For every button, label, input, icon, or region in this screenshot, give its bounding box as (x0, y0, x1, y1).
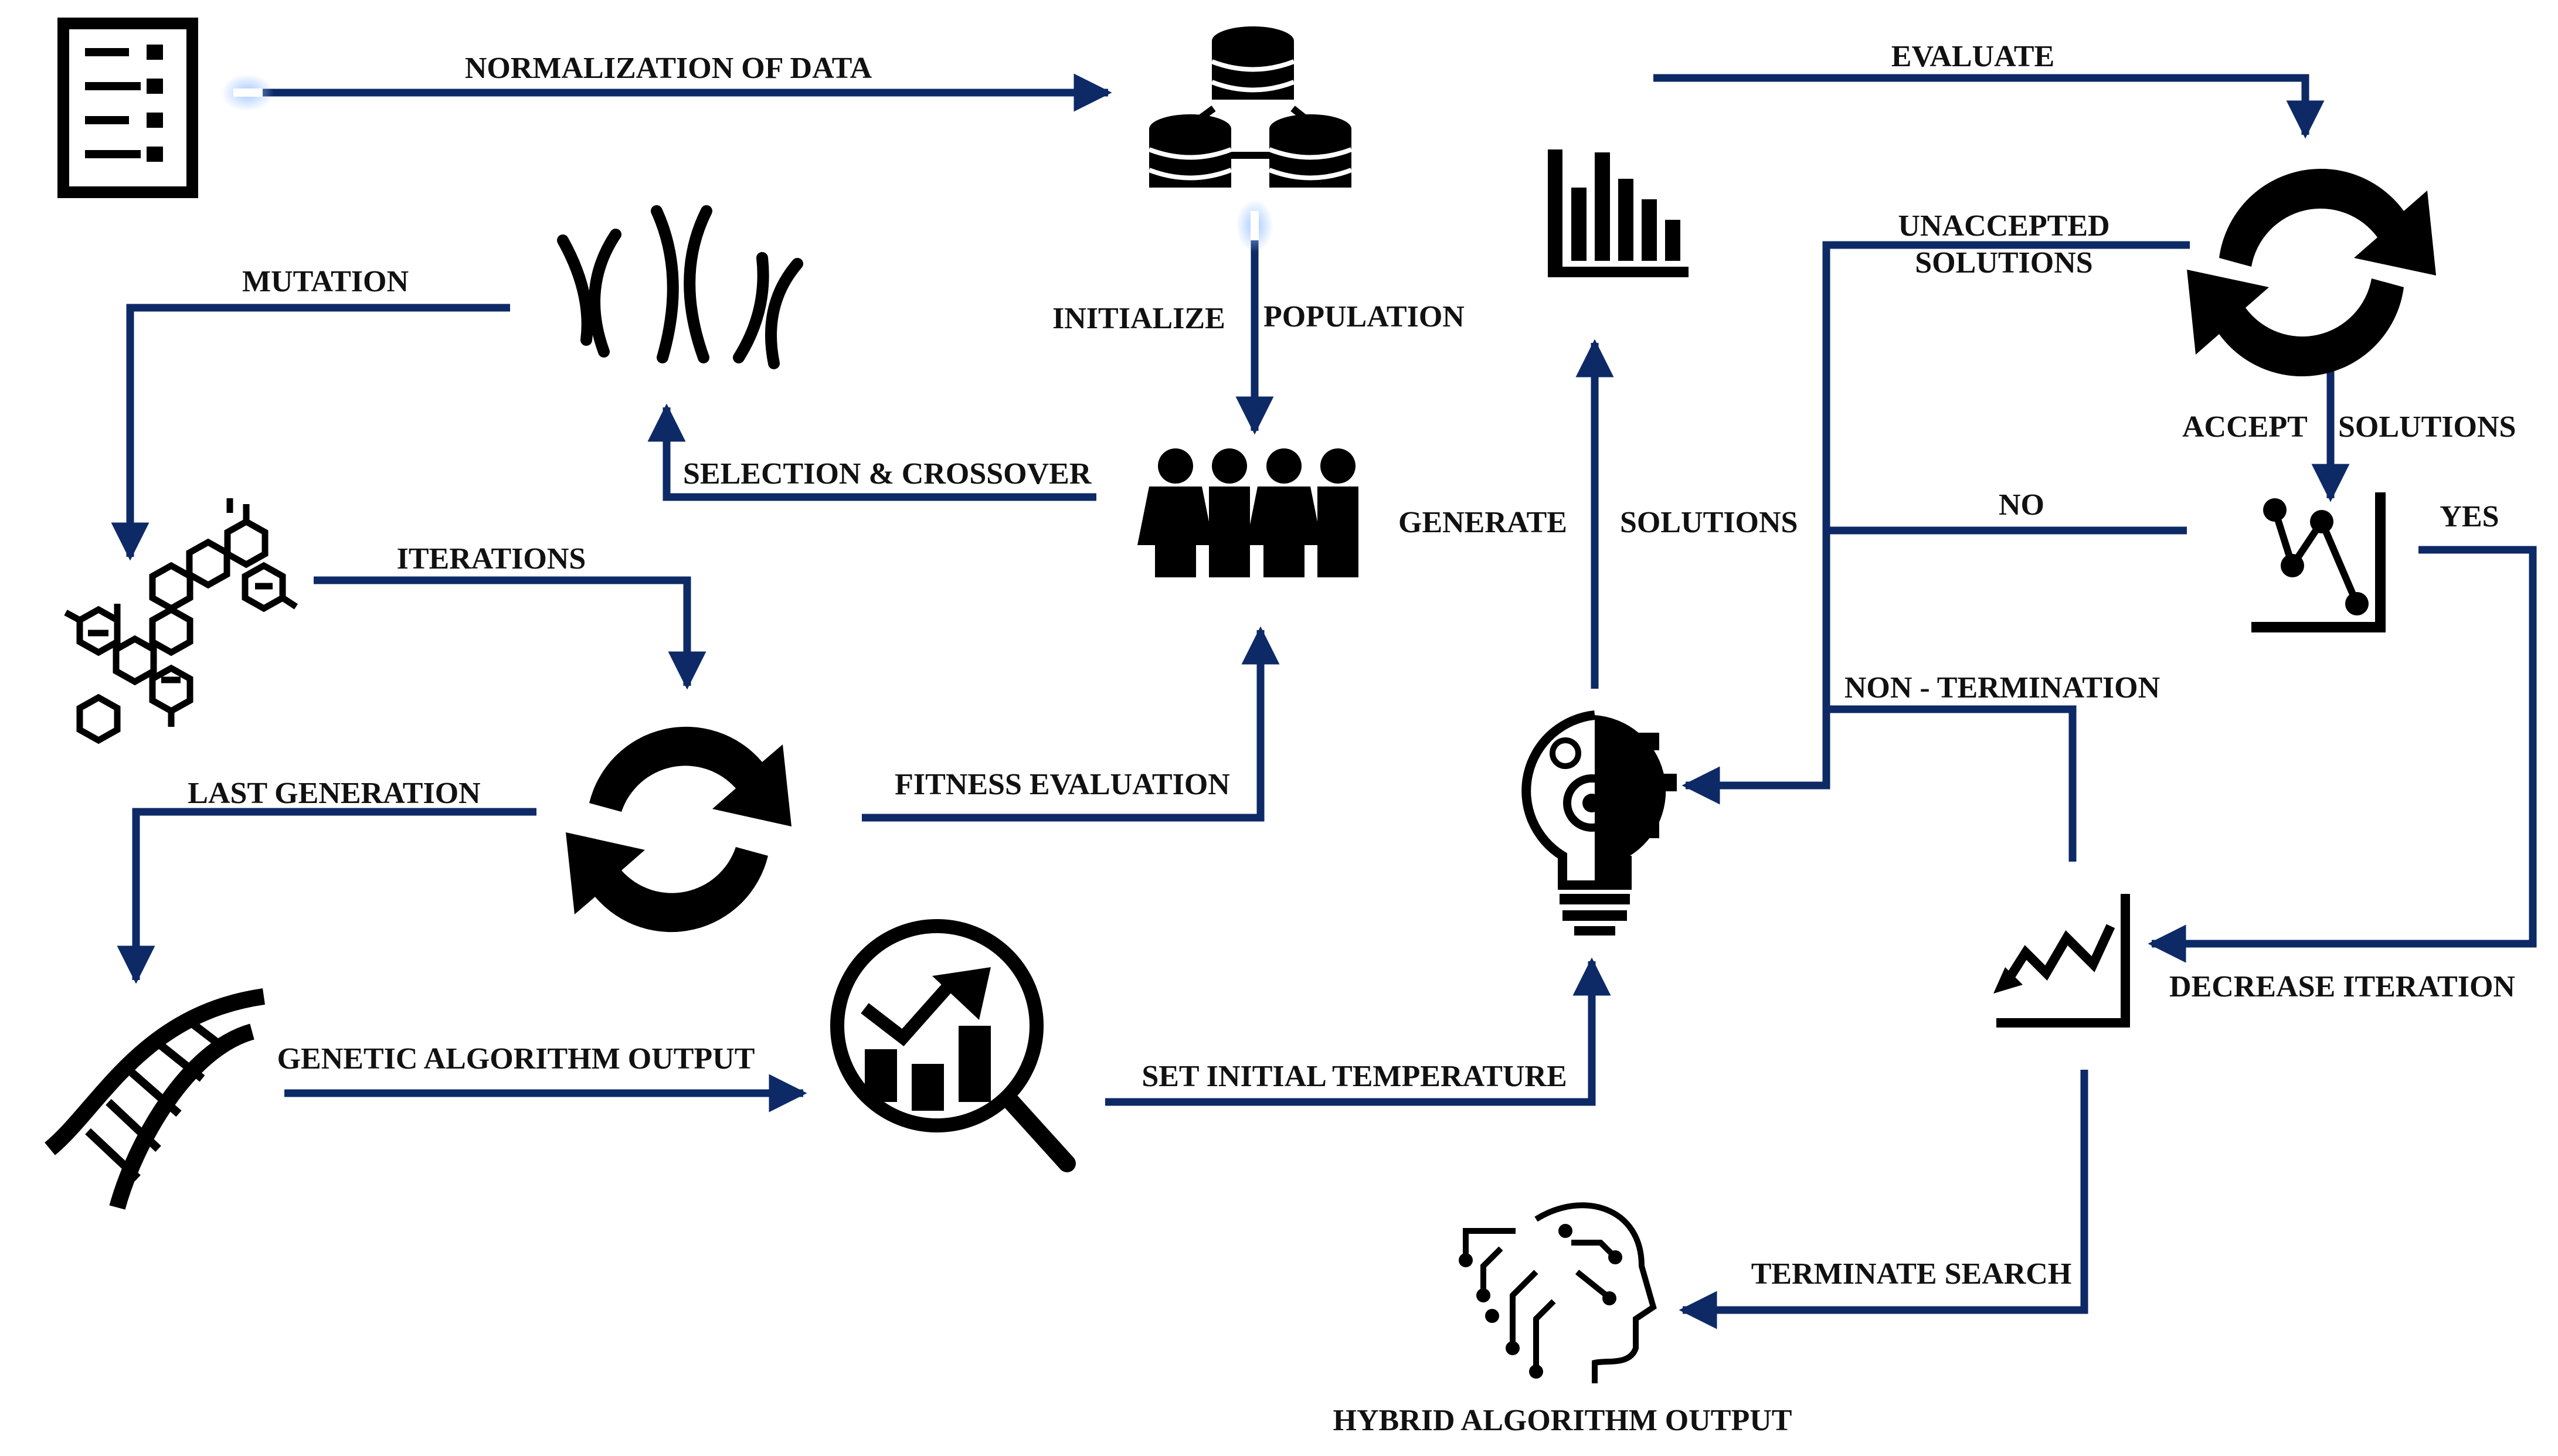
people-group-icon (1137, 448, 1358, 577)
arrow-fitness-evaluation (862, 626, 1280, 822)
label-generate: GENERATE (1398, 506, 1567, 539)
arrow-yes (2148, 546, 2537, 963)
label-initialize: INITIALIZE (1052, 302, 1225, 335)
label-decrease-iteration: DECREASE ITERATION (2169, 970, 2515, 1003)
label-unaccepted-line2: SOLUTIONS (1915, 246, 2092, 280)
connectors (111, 73, 2537, 1329)
arrow-iterations (314, 576, 706, 690)
analytics-magnifier-icon (830, 919, 1076, 1172)
cycle-arrows-icon (566, 726, 791, 933)
arrow-set-temperature (1105, 957, 1611, 1106)
chromosome-icon (557, 205, 803, 369)
arrow-terminate-search (1679, 1070, 2088, 1329)
glow-core-normalization (233, 89, 263, 97)
arrow-unaccepted (1681, 241, 2190, 805)
label-population: POPULATION (1263, 300, 1465, 334)
label-yes: YES (2440, 500, 2499, 533)
label-terminate-search: TERMINATE SEARCH (1751, 1257, 2072, 1291)
label-mutation: MUTATION (242, 265, 409, 298)
label-solutions: SOLUTIONS (1620, 506, 1798, 539)
stock-down-chart-icon (1993, 894, 2130, 1028)
glow-core-database (1251, 211, 1259, 240)
document-list-icon (57, 18, 198, 198)
label-iterations: ITERATIONS (397, 542, 586, 576)
molecule-icon (64, 498, 298, 744)
arrow-mutation (111, 304, 510, 561)
arrow-selection-crossover (647, 403, 1096, 501)
label-set-initial-temperature: SET INITIAL TEMPERATURE (1142, 1060, 1567, 1093)
label-accept-solutions: SOLUTIONS (2338, 410, 2516, 444)
label-accept: ACCEPT (2182, 410, 2308, 444)
bar-chart-icon (1548, 149, 1689, 277)
label-selection-crossover: SELECTION & CROSSOVER (683, 457, 1092, 491)
label-evaluate: EVALUATE (1891, 40, 2054, 73)
ai-head-icon (1459, 1202, 1657, 1383)
idea-gear-bulb-icon (1521, 710, 1677, 935)
label-unaccepted-line1: UNACCEPTED (1898, 209, 2109, 243)
arrow-last-generation (117, 808, 536, 984)
label-last-generation: LAST GENERATION (188, 777, 480, 810)
dna-icon (45, 988, 265, 1210)
label-hybrid-output: HYBRID ALGORITHM OUTPUT (1333, 1404, 1792, 1437)
label-no: NO (1999, 488, 2044, 522)
line-non-termination (1826, 705, 2077, 862)
label-non-termination: NON - TERMINATION (1844, 671, 2160, 705)
label-genetic-output: GENETIC ALGORITHM OUTPUT (277, 1042, 755, 1076)
database-network-icon (1148, 26, 1353, 188)
label-normalization: NORMALIZATION OF DATA (465, 52, 872, 85)
refresh-cycle-icon (2187, 168, 2436, 377)
label-fitness-evaluation: FITNESS EVALUATION (895, 768, 1230, 801)
arrow-evaluate (1653, 74, 2325, 139)
line-chart-icon (2251, 492, 2386, 632)
